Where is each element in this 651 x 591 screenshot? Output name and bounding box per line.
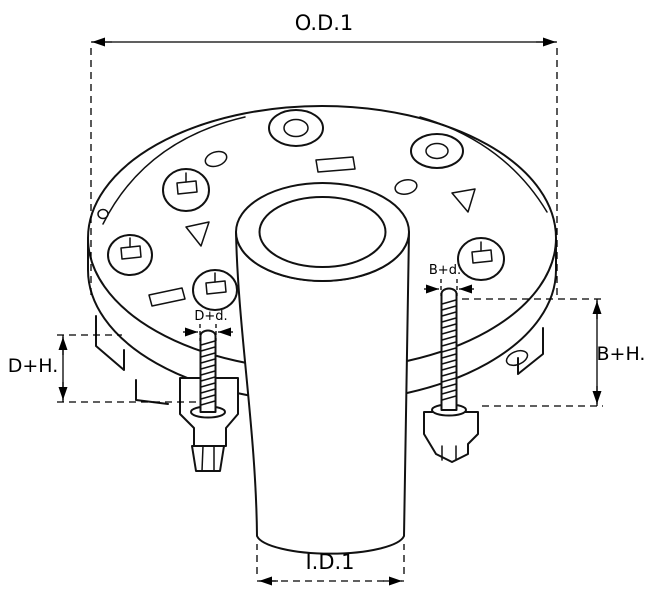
diode-4-chip bbox=[471, 249, 493, 264]
diode-3 bbox=[192, 269, 238, 311]
left-stud-nut bbox=[191, 445, 225, 472]
diode-1 bbox=[162, 168, 210, 212]
dimension-right-stud-height: B+H. bbox=[462, 298, 646, 407]
diode-2-body bbox=[107, 234, 153, 276]
mount-hole-right bbox=[410, 133, 464, 169]
plate-inner-contour-left bbox=[102, 116, 246, 225]
terminal-slot-left bbox=[148, 287, 186, 307]
right-stud-height-label: B+H. bbox=[597, 343, 646, 365]
edge-step-left bbox=[95, 315, 125, 371]
small-slot-3 bbox=[505, 349, 529, 367]
dimension-inner-diameter: I.D.1 bbox=[256, 544, 405, 586]
arrow-mark-left bbox=[185, 221, 210, 247]
mount-hole-top-inner bbox=[283, 118, 309, 138]
left-stud-nut-facets bbox=[201, 445, 215, 472]
right-stud-nut-facets bbox=[441, 445, 457, 461]
inner-diameter-label: I.D.1 bbox=[305, 550, 354, 574]
small-slot-2 bbox=[394, 179, 418, 195]
diode-1-chip bbox=[176, 180, 198, 195]
outer-diameter-label: O.D.1 bbox=[295, 11, 354, 35]
dimension-annotations: O.D.1 I.D.1 D+H. B+H. bbox=[8, 11, 646, 586]
plate-details bbox=[97, 109, 529, 367]
collar-bore bbox=[258, 196, 387, 268]
small-slot-1 bbox=[204, 150, 228, 168]
diode-1-body bbox=[162, 168, 210, 212]
mount-hole-top bbox=[268, 109, 324, 147]
right-stud-threads bbox=[441, 299, 457, 401]
dimension-left-stud-height: D+H. bbox=[8, 334, 196, 403]
dimension-left-stud-diameter: D+d. bbox=[183, 309, 233, 341]
diode-3-body bbox=[192, 269, 238, 311]
plate-edge-steps bbox=[95, 315, 544, 405]
right-stud-diameter-label: B+d. bbox=[429, 263, 461, 278]
diode-4 bbox=[457, 237, 505, 281]
terminal-slot-top bbox=[315, 156, 356, 173]
left-stud bbox=[179, 329, 239, 472]
mount-hole-right-inner bbox=[425, 142, 449, 160]
dimension-outer-diameter: O.D.1 bbox=[90, 11, 558, 300]
left-stud-diameter-label: D+d. bbox=[194, 309, 227, 324]
rectifier-illustration bbox=[87, 105, 557, 555]
diode-2 bbox=[107, 234, 153, 276]
mount-hole-top-outer bbox=[268, 109, 324, 147]
right-stud-bracket bbox=[423, 411, 479, 463]
pin-hole bbox=[97, 208, 109, 220]
dimension-right-stud-diameter: B+d. bbox=[424, 263, 474, 296]
diode-4-body bbox=[457, 237, 505, 281]
left-stud-threads bbox=[200, 340, 216, 406]
edge-step-left-lower bbox=[135, 379, 169, 405]
diode-2-chip bbox=[120, 245, 142, 260]
right-stud bbox=[423, 287, 479, 463]
diode-3-chip bbox=[205, 280, 227, 295]
mount-hole-right-outer bbox=[410, 133, 464, 169]
plate-inner-contour-right bbox=[419, 116, 548, 213]
arrow-mark-right bbox=[451, 188, 476, 213]
edge-step-right bbox=[517, 327, 544, 375]
left-stud-height-label: D+H. bbox=[8, 355, 59, 377]
